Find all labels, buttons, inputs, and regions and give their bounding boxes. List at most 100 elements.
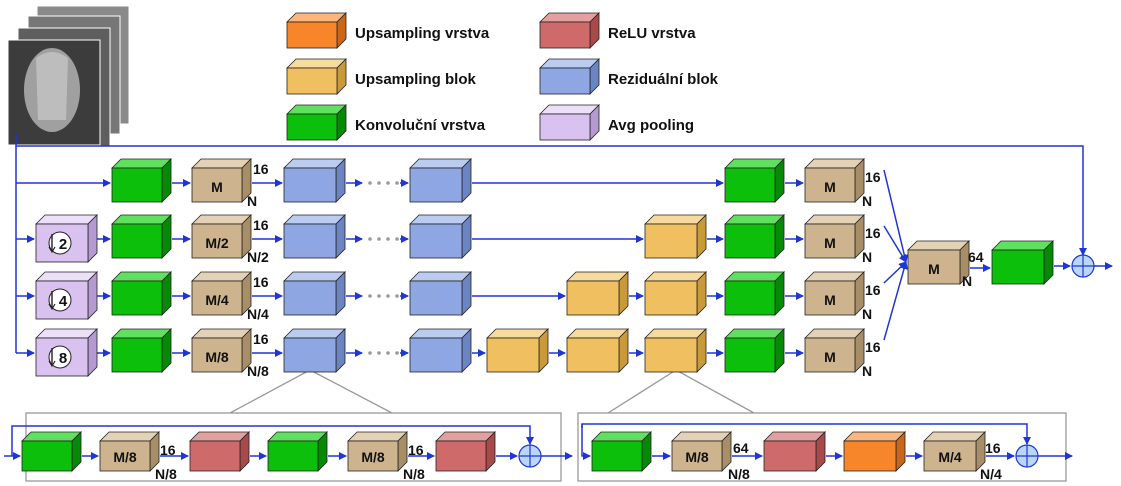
row-3-size-label: N/4 <box>247 306 269 322</box>
ups-detail-channel-1: 64 <box>733 440 749 456</box>
row-4-size-label: N/8 <box>247 363 269 379</box>
ups-detail-channel-2: 16 <box>985 440 1001 456</box>
row-2-out-feature-map <box>804 214 865 259</box>
ups-detail-input <box>581 424 591 460</box>
res-detail-relu-2 <box>435 431 496 472</box>
downsample-factor-icon <box>48 345 72 369</box>
row-3-ellipsis <box>368 294 399 298</box>
merged-channel-label: 64 <box>968 249 984 265</box>
row-4-to-merge <box>883 261 908 341</box>
row-4-out-conv <box>724 328 785 373</box>
zoom-line <box>675 369 755 414</box>
legend-conv-layer-label: Konvoluční vrstva <box>355 117 486 134</box>
row-3-residual-block-1 <box>283 271 346 316</box>
res-detail-conv-2 <box>267 431 328 472</box>
row-2-out-conv <box>724 214 785 259</box>
row-1-out-feature-map <box>804 158 865 203</box>
row-4-conv <box>111 328 172 373</box>
ups-detail-relu <box>763 431 826 472</box>
row-1-to-merge <box>883 169 909 263</box>
row-2-channel-label: 16 <box>253 217 269 233</box>
ups-detail-sum-icon <box>1015 444 1039 468</box>
ups-detail-feature-1-label: M/8 <box>685 449 709 465</box>
input-image-stack <box>7 5 130 147</box>
row-2-out-feature-label: M <box>824 235 836 251</box>
legend-residual-block-label: Reziduální blok <box>608 71 719 88</box>
legend-residual-block-swatch <box>539 58 600 95</box>
row-2-out-size-label: N <box>862 249 872 265</box>
row-2-residual-block-1 <box>283 214 346 259</box>
row-4-out-size-label: N <box>862 363 872 379</box>
row-1-feature-label: M <box>211 179 223 195</box>
row-1-out-feature-label: M <box>824 179 836 195</box>
merged-feature-label: M <box>928 261 940 277</box>
row-1-residual-block-n <box>409 158 472 203</box>
row-1-out-size-label: N <box>862 193 872 209</box>
row-4-upsampling-block-2 <box>566 328 629 373</box>
res-detail-feature-1 <box>99 431 160 472</box>
legend-upsampling-layer-swatch <box>286 12 347 49</box>
row-3-out-size-label: N <box>862 306 872 322</box>
row-4-residual-block-n <box>409 328 472 373</box>
res-detail-size-2: N/8 <box>403 466 425 482</box>
legend-upsampling-block-label: Upsampling blok <box>355 71 477 88</box>
pool-factor-label: 4 <box>59 293 68 310</box>
global-skip-connection <box>15 133 1087 256</box>
row-4-out-feature-label: M <box>824 349 836 365</box>
zoom-line <box>607 369 677 414</box>
row-2-upsampling-block-1 <box>644 214 707 259</box>
row-1-size-label: N <box>247 193 257 209</box>
res-detail-feature-1-label: M/8 <box>113 449 137 465</box>
row-3-upsampling-block-2 <box>644 271 707 316</box>
row-2-ellipsis <box>368 237 399 241</box>
row-3-out-conv <box>724 271 785 316</box>
downsample-factor-icon <box>48 231 72 255</box>
row-3-upsampling-block-1 <box>566 271 629 316</box>
res-detail-channel-2: 16 <box>408 442 424 458</box>
row-1-out-conv <box>724 158 785 203</box>
final-conv <box>991 240 1054 285</box>
row-2-conv <box>111 214 172 259</box>
row-3-out-feature-map <box>804 271 865 316</box>
ups-detail-size-2: N/4 <box>980 466 1002 482</box>
row-3-channel-label: 16 <box>253 274 269 290</box>
res-detail-skip <box>11 425 534 456</box>
row-3-out-channel-label: 16 <box>865 282 881 298</box>
row-4-out-feature-map <box>804 328 865 373</box>
row-4-ellipsis <box>368 351 399 355</box>
row-2-feature-label: M/2 <box>205 235 229 251</box>
merged-feature-map <box>907 240 970 285</box>
row-3-feature-map <box>191 271 252 316</box>
ups-detail-upsampling-layer <box>843 431 906 472</box>
legend-upsampling-layer-label: Upsampling vrstva <box>355 25 490 42</box>
row-1-channel-label: 16 <box>253 161 269 177</box>
row-2-out-channel-label: 16 <box>865 225 881 241</box>
res-detail-sum-icon <box>518 444 542 468</box>
ups-detail-size-1: N/8 <box>728 466 750 482</box>
res-detail-feature-2 <box>347 431 408 472</box>
row-3-feature-label: M/4 <box>205 292 229 308</box>
legend-relu-layer-swatch <box>539 12 600 49</box>
row-1-residual-block-1 <box>283 158 346 203</box>
blocks <box>21 158 1095 472</box>
row-1-ellipsis <box>368 181 399 185</box>
row-1-feature-map <box>191 158 252 203</box>
legend-avg-pooling-swatch <box>539 104 600 141</box>
row-4-feature-map <box>191 328 252 373</box>
pool-factor-label: 2 <box>59 236 67 253</box>
row-2-avg-pool <box>35 214 98 263</box>
row-2-feature-map <box>191 214 252 259</box>
legend-upsampling-block-swatch <box>286 58 347 95</box>
row-3-out-feature-label: M <box>824 292 836 308</box>
row-4-out-channel-label: 16 <box>865 339 881 355</box>
row-3-conv <box>111 271 172 316</box>
row-4-upsampling-block-3 <box>644 328 707 373</box>
row-4-channel-label: 16 <box>253 331 269 347</box>
res-detail-size-1: N/8 <box>155 466 177 482</box>
final-sum-icon <box>1071 254 1095 278</box>
row-1-out-channel-label: 16 <box>865 169 881 185</box>
res-detail-conv-1 <box>21 431 82 472</box>
